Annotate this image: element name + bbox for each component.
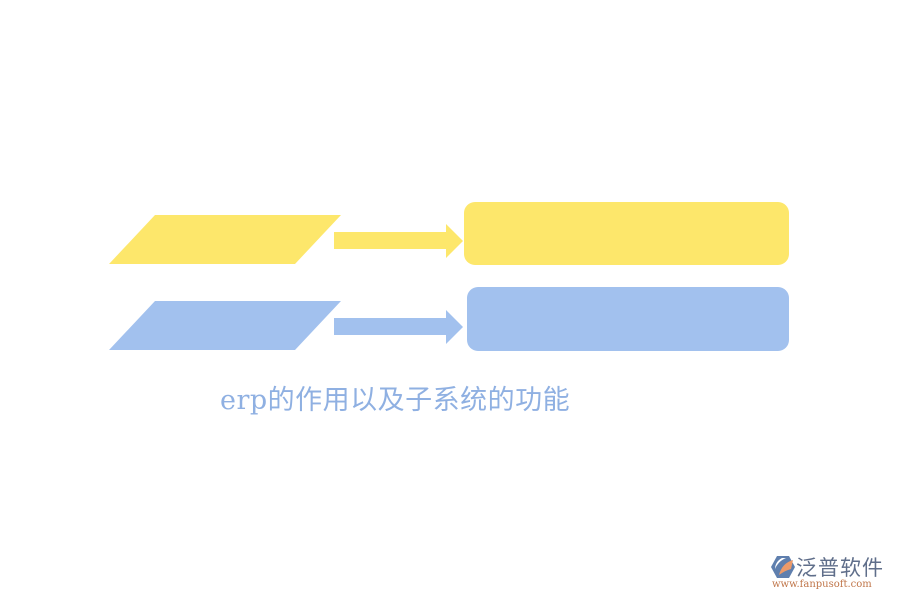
input-parallelogram-blue bbox=[109, 301, 341, 350]
arrow-right-icon-blue bbox=[334, 310, 463, 344]
diagram-title: erp的作用以及子系统的功能 bbox=[220, 385, 571, 416]
logo-url: www.fanpusoft.com bbox=[772, 579, 872, 590]
fanpu-logo-icon bbox=[771, 556, 795, 578]
input-parallelogram-yellow bbox=[109, 215, 341, 264]
logo-name: 泛普软件 bbox=[796, 556, 884, 580]
output-box-blue bbox=[467, 287, 789, 351]
arrow-right-icon-yellow bbox=[334, 224, 463, 258]
output-box-yellow bbox=[464, 202, 789, 265]
